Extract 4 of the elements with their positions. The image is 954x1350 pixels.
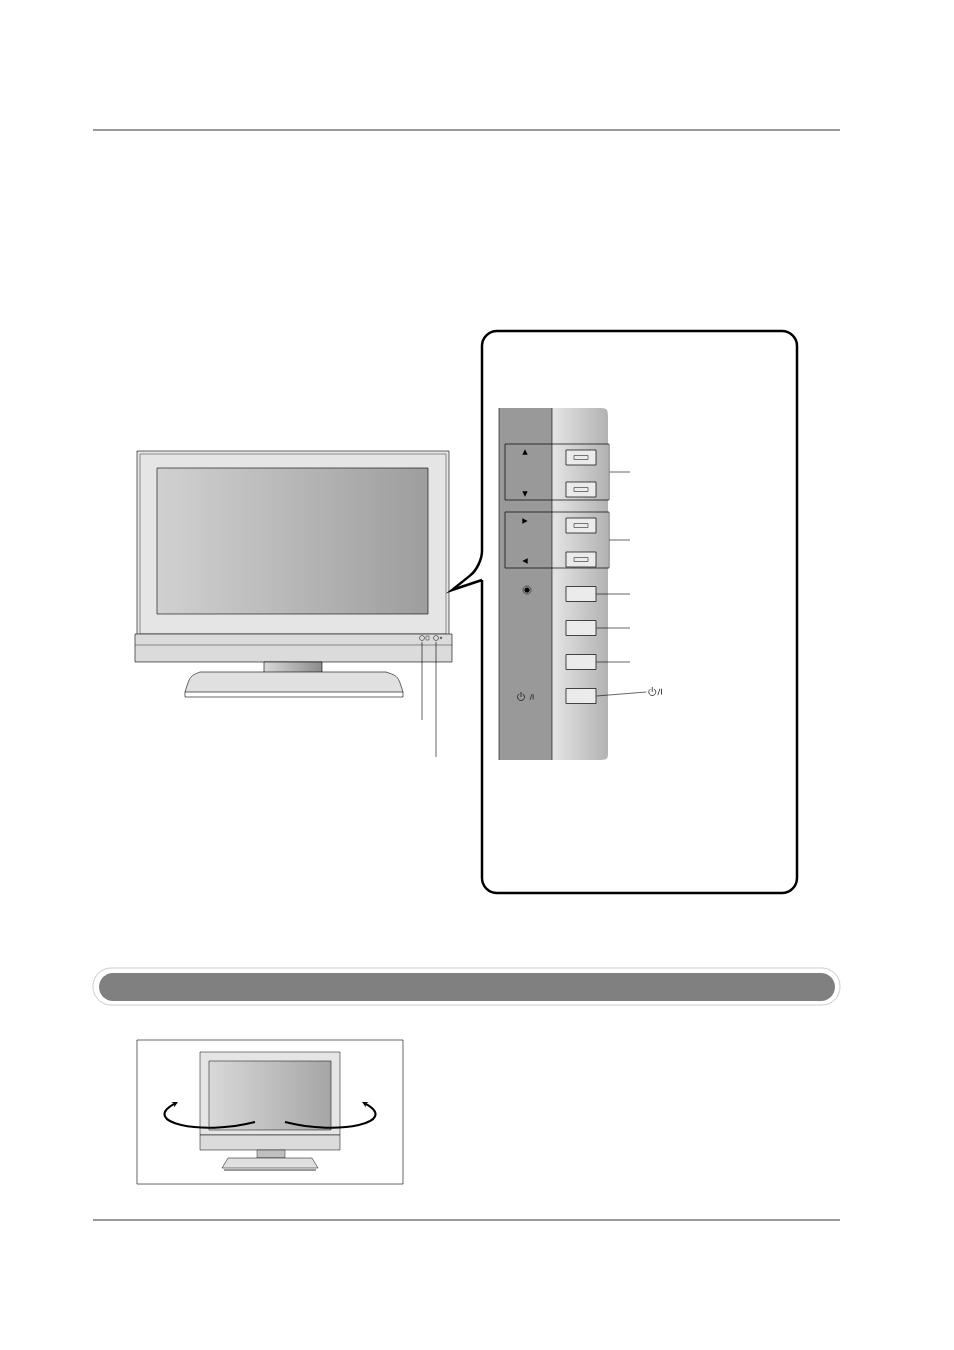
leader-line: [435, 641, 437, 758]
indicator-light: [433, 635, 439, 641]
leader-line: [421, 641, 423, 721]
indicator-light: [419, 635, 425, 641]
